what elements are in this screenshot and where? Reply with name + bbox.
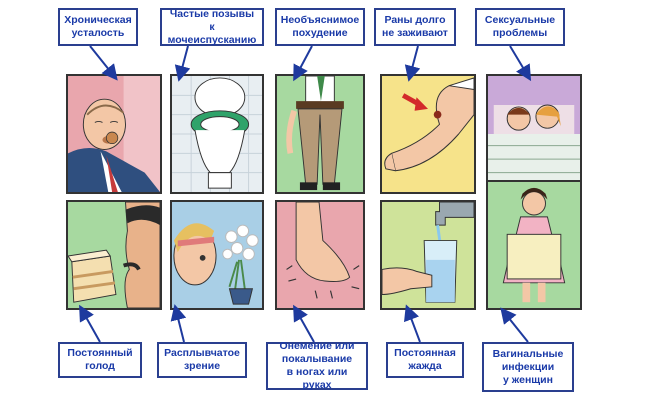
label-sexual-problems: Сексуальные проблемы xyxy=(475,8,565,46)
panel-wound-arm xyxy=(380,74,476,194)
panel-woman-infection xyxy=(486,180,582,310)
label-numbness-tingling: Онемение или покалывание в ногах или рук… xyxy=(266,340,368,391)
label-constant-hunger: Постоянный голод xyxy=(58,342,142,378)
arrow-weight-loss xyxy=(293,45,313,82)
label-slow-healing: Раны долго не заживают xyxy=(374,8,456,46)
panel-thin-person xyxy=(275,74,365,194)
panel-tired-man xyxy=(66,74,162,194)
panel-blurred-vision xyxy=(170,200,264,310)
label-weight-loss: Необъяснимое похудение xyxy=(275,8,365,46)
arrow-slow-healing xyxy=(404,45,421,82)
panel-hungry-man xyxy=(66,200,162,310)
panel-couple-in-bed xyxy=(486,74,582,194)
arrow-sexual xyxy=(509,45,532,82)
label-chronic-fatigue: Хроническая усталость xyxy=(58,8,138,46)
arrow-hunger xyxy=(79,304,101,343)
label-vaginal-infections: Вагинальные инфекции у женщин xyxy=(482,342,574,392)
panel-numb-foot xyxy=(275,200,365,310)
label-blurred-vision: Расплывчатое зрение xyxy=(157,342,247,378)
arrow-fatigue xyxy=(89,45,118,81)
arrow-vision xyxy=(170,304,187,343)
panel-toilet xyxy=(170,74,264,194)
label-frequent-urination: Частые позывы к мочеиспусканию xyxy=(160,8,264,46)
label-constant-thirst: Постоянная жажда xyxy=(386,342,464,378)
arrow-thirst xyxy=(404,304,421,343)
arrow-numbness xyxy=(293,304,315,343)
arrow-urination xyxy=(174,45,191,82)
panel-thirst-water xyxy=(380,200,476,310)
arrow-infections xyxy=(500,307,529,343)
